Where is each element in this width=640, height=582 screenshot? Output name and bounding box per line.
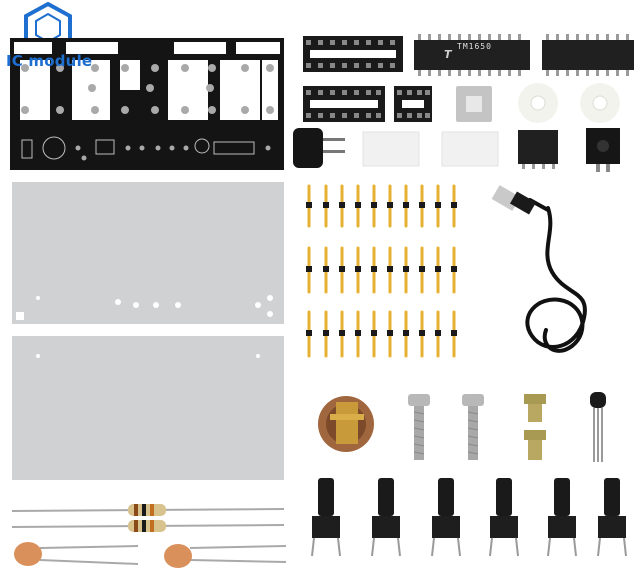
dip8-chip <box>518 130 558 169</box>
light-diffuser-left <box>362 131 420 167</box>
resistor-lower <box>11 520 285 532</box>
usb-power-cable <box>525 198 587 353</box>
tactile-button-1 <box>311 478 341 557</box>
acrylic-panel-bottom <box>12 336 284 480</box>
tm1650-chip: T <box>414 34 530 76</box>
nylon-washer-right <box>580 83 620 123</box>
dc-power-jack <box>586 128 620 172</box>
coin-cell-holder <box>318 396 374 452</box>
screw-right <box>462 394 484 460</box>
transistor <box>590 392 606 462</box>
usb-plug <box>491 185 537 215</box>
buzzer <box>293 128 345 168</box>
screw-left <box>408 394 430 460</box>
pin-header-bodies <box>306 202 457 336</box>
brass-standoff-bottom <box>524 430 546 460</box>
ic-socket-medium <box>303 86 385 122</box>
tactile-button-5 <box>547 478 577 557</box>
light-diffuser-right <box>441 131 499 167</box>
brand-logo-text: IC module <box>6 52 93 70</box>
tactile-button-4 <box>489 478 519 557</box>
ic-socket-large <box>303 36 403 72</box>
ceramic-capacitor-right <box>164 544 287 568</box>
pcb-board <box>10 38 284 170</box>
acrylic-panel-top <box>12 182 284 324</box>
tactile-switch-gray <box>456 86 492 122</box>
chip-marking: TM1650 <box>457 42 492 51</box>
tactile-button-3 <box>431 478 461 557</box>
pin-headers <box>307 184 456 358</box>
resistor-upper <box>11 504 285 516</box>
dip-chip-right <box>542 34 634 76</box>
tactile-button-2 <box>371 478 401 557</box>
ic-socket-small <box>394 86 432 122</box>
tactile-button-6 <box>597 478 627 557</box>
nylon-washer-left <box>518 83 558 123</box>
svg-text:T: T <box>444 48 453 61</box>
brass-standoff-top <box>524 394 546 422</box>
ceramic-capacitor-left <box>14 542 139 566</box>
